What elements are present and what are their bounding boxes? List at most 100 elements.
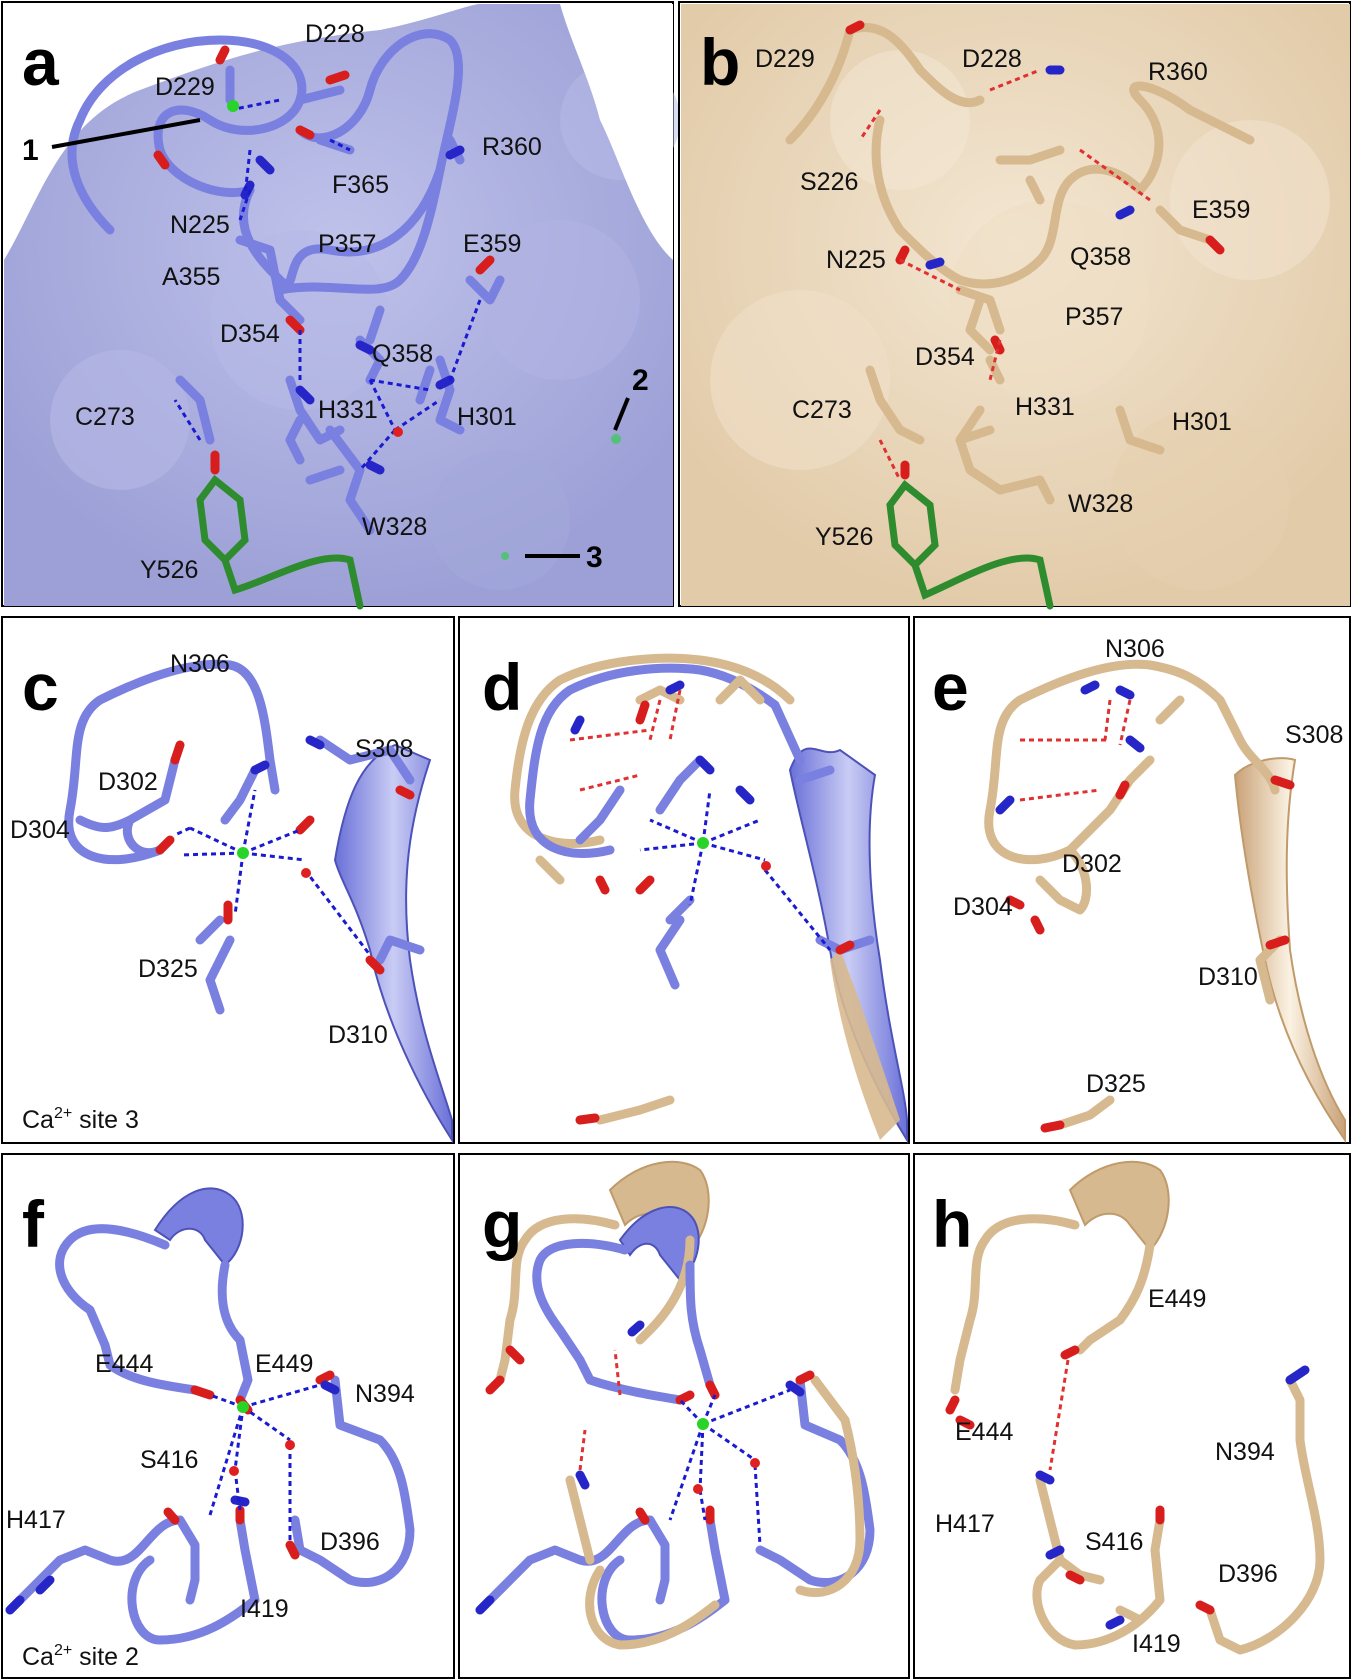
- helix: [1068, 1160, 1170, 1252]
- calcium-ion-icon: [227, 100, 239, 112]
- residue-label: D310: [1198, 963, 1258, 991]
- panel-g: g: [458, 1153, 910, 1679]
- site-caption: Ca2+ site 3: [22, 1105, 139, 1134]
- residue-label: H417: [935, 1510, 995, 1538]
- ligand-y526-a: [196, 455, 364, 610]
- helix-blue: [618, 1206, 700, 1282]
- residue-label: D396: [1218, 1560, 1278, 1588]
- site-number: 1: [22, 134, 39, 167]
- panel-f: f E444 E449 N394 S416 H417 D396 I419 Ca2…: [1, 1153, 455, 1679]
- residue-label: R360: [482, 133, 542, 161]
- beta-sheet: [1233, 757, 1346, 1144]
- residue-label: D228: [305, 20, 365, 48]
- residue-label: R360: [1148, 58, 1208, 86]
- residue-label: P357: [318, 230, 376, 258]
- calcium-ion-icon: [237, 847, 249, 859]
- residue-label: D325: [138, 955, 198, 983]
- water-icon: [761, 861, 771, 871]
- residue-label: H331: [1015, 393, 1075, 421]
- residue-label: N225: [170, 211, 230, 239]
- calcium-site-3-icon: [501, 552, 509, 560]
- pointer-line-1: [51, 118, 201, 149]
- panel-letter: c: [22, 650, 59, 724]
- residue-label: W328: [1068, 490, 1133, 518]
- hbonds-b: [858, 68, 1151, 481]
- residue-label: F365: [332, 171, 389, 199]
- residue-label: N394: [1215, 1438, 1275, 1466]
- panel-letter: e: [932, 650, 969, 724]
- residue-label: N306: [170, 650, 230, 678]
- backbone-trace-a: [67, 29, 505, 535]
- residue-label: D354: [915, 343, 975, 371]
- helix: [153, 1187, 244, 1267]
- beta-sheet-tan: [830, 950, 900, 1140]
- residue-label: I419: [240, 1595, 289, 1623]
- panel-a: a 1 2 3 D228 D229 R360 F365 N225 P357 E3…: [1, 1, 680, 610]
- residue-label: D228: [962, 45, 1022, 73]
- residue-label: C273: [75, 403, 135, 431]
- residue-label: E359: [463, 230, 521, 258]
- hbonds-h: [1048, 1359, 1070, 1471]
- residue-label: D229: [755, 45, 815, 73]
- panel-d: d: [458, 616, 910, 1144]
- residue-label: I419: [1132, 1630, 1181, 1658]
- panel-h: h E449 E444 N394 H417 S416 D396 I419: [913, 1153, 1351, 1679]
- hbonds-c: [174, 789, 372, 956]
- residue-label: S308: [355, 735, 413, 763]
- residue-label: Y526: [140, 556, 198, 584]
- site-caption: Ca2+ site 2: [22, 1642, 139, 1671]
- panel-c: c N306 S308 D302 D304 D325 D310 Ca2+ sit…: [1, 616, 455, 1144]
- water-icon: [750, 1458, 760, 1468]
- water-icon: [301, 868, 311, 878]
- backbone-trace-b: [785, 22, 1255, 505]
- residue-label: H417: [6, 1506, 66, 1534]
- protein-surface-tan: [681, 4, 1350, 606]
- residue-label: Q358: [1070, 243, 1131, 271]
- residue-label: D304: [953, 893, 1013, 921]
- residue-label: E449: [255, 1350, 313, 1378]
- residue-label: D396: [320, 1528, 380, 1556]
- panel-letter: f: [22, 1187, 45, 1261]
- site-number: 3: [586, 541, 603, 574]
- residue-label: D302: [98, 768, 158, 796]
- panel-e: e N306 S308 D302 D304 D310 D325: [913, 616, 1351, 1144]
- water-icon: [229, 1466, 239, 1476]
- panel-letter: d: [482, 650, 522, 724]
- residue-label: Q358: [372, 340, 433, 368]
- panel-letter: b: [700, 25, 740, 99]
- site-number: 2: [632, 364, 649, 397]
- residue-label: P357: [1065, 303, 1123, 331]
- residue-label: D229: [155, 73, 215, 101]
- calcium-ion-icon: [237, 1401, 249, 1413]
- residue-label: W328: [362, 513, 427, 541]
- residue-label: N306: [1105, 635, 1165, 663]
- residue-label: S416: [1085, 1528, 1143, 1556]
- residue-label: E359: [1192, 196, 1250, 224]
- residue-label: D325: [1086, 1070, 1146, 1098]
- hbonds-a: [173, 98, 482, 471]
- panel-letter: g: [482, 1187, 522, 1261]
- pointer-line-2: [613, 397, 630, 431]
- residue-label: S308: [1285, 721, 1343, 749]
- calcium-ion-icon: [697, 1418, 709, 1430]
- water-icon: [693, 1484, 703, 1494]
- panel-b: b D229 D228 R360 S226 E359 N225 Q358 P35…: [678, 1, 1351, 610]
- water-icon: [393, 427, 403, 437]
- residue-label: D310: [328, 1021, 388, 1049]
- residue-label: N394: [355, 1380, 415, 1408]
- residue-label: D354: [220, 320, 280, 348]
- residue-label: E444: [955, 1418, 1013, 1446]
- hbonds-e: [1019, 699, 1132, 802]
- panel-letter: a: [22, 25, 60, 99]
- residue-label: A355: [162, 263, 220, 291]
- residue-label: N225: [826, 246, 886, 274]
- residue-label: D302: [1062, 850, 1122, 878]
- residue-label: C273: [792, 396, 852, 424]
- hbonds-g: [578, 1349, 791, 1546]
- residue-label: S226: [800, 168, 858, 196]
- hbonds-d: [569, 689, 832, 951]
- residue-label: D304: [10, 816, 70, 844]
- calcium-site-2-icon: [611, 434, 621, 444]
- residue-label: H301: [1172, 408, 1232, 436]
